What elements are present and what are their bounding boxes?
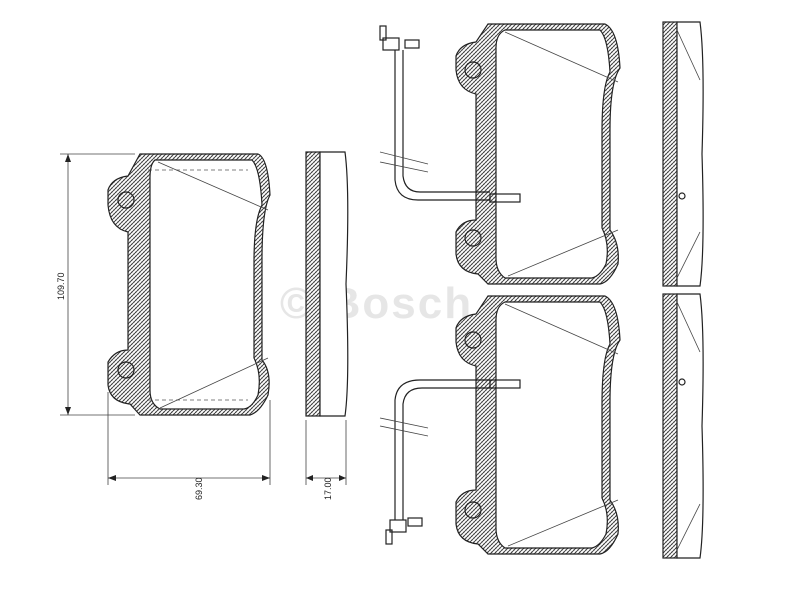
bottom-right-pad-friction-material bbox=[495, 301, 611, 549]
top-wear-sensor-wire bbox=[379, 25, 490, 201]
bottom-sensor-lead-inner bbox=[402, 387, 490, 520]
bottom-right-pad-side-view bbox=[662, 293, 704, 559]
left-pad-side-friction bbox=[319, 151, 349, 417]
top-right-mount-hole-top bbox=[464, 61, 482, 79]
bottom-side-rivet bbox=[678, 378, 686, 386]
top-sensor-cable bbox=[394, 50, 404, 140]
bottom-right-mount-hole-top bbox=[464, 331, 482, 349]
top-right-sensor-tab bbox=[489, 193, 521, 203]
bottom-right-chamfer-line-top bbox=[504, 303, 619, 355]
left-pad-side-backing bbox=[305, 151, 321, 417]
left-pad-chamfer-line-top bbox=[157, 161, 269, 211]
top-side-chamfer-bottom bbox=[676, 231, 701, 279]
bottom-right-sensor-tab bbox=[489, 379, 521, 389]
thickness-arrow-right bbox=[339, 475, 346, 481]
thickness-arrow-left bbox=[306, 475, 313, 481]
top-side-backing bbox=[662, 21, 678, 287]
left-pad-side-view bbox=[305, 151, 349, 417]
bottom-wear-sensor-wire bbox=[379, 379, 490, 545]
thickness-dimension: 17.00 bbox=[305, 420, 347, 500]
bottom-sensor-connector-pin bbox=[385, 529, 393, 545]
bottom-sensor-connector bbox=[389, 519, 407, 533]
bottom-right-pad-front-view bbox=[455, 295, 621, 555]
top-side-rivet bbox=[678, 192, 686, 200]
left-pad-front-view bbox=[107, 153, 271, 416]
top-right-mount-hole-bottom bbox=[464, 229, 482, 247]
left-pad-chamfer-line-bottom bbox=[159, 357, 269, 409]
top-sensor-lead-outer bbox=[394, 140, 490, 201]
top-right-chamfer-line-top bbox=[504, 31, 619, 83]
bottom-right-chamfer-line-bottom bbox=[507, 499, 619, 547]
height-dimension-label: 109.70 bbox=[56, 272, 66, 300]
width-dimension: 69.30 bbox=[107, 392, 271, 500]
left-pad-friction-material bbox=[149, 159, 263, 410]
top-side-friction bbox=[676, 21, 704, 287]
left-pad-inner-outline bbox=[148, 169, 248, 401]
top-sensor-clip bbox=[404, 39, 420, 49]
bottom-side-chamfer-bottom bbox=[676, 503, 701, 551]
width-dimension-label: 69.30 bbox=[194, 477, 204, 500]
bottom-sensor-lead-outer bbox=[394, 379, 490, 520]
bottom-sensor-break-mark bbox=[379, 417, 429, 437]
top-right-chamfer-line-bottom bbox=[507, 229, 619, 277]
width-arrow-right bbox=[262, 475, 270, 481]
top-right-pad-friction-material bbox=[495, 29, 611, 279]
height-arrow-bottom bbox=[65, 407, 71, 415]
bottom-right-mount-hole-bottom bbox=[464, 501, 482, 519]
bottom-sensor-clip bbox=[407, 517, 423, 527]
bottom-side-backing bbox=[662, 293, 678, 559]
top-right-pad-front-view bbox=[455, 23, 621, 285]
top-side-chamfer-top bbox=[676, 29, 701, 81]
height-arrow-top bbox=[65, 154, 71, 162]
width-arrow-left bbox=[108, 475, 116, 481]
top-sensor-break-mark bbox=[379, 151, 429, 173]
left-pad-mount-hole-top bbox=[117, 191, 135, 209]
thickness-dimension-label: 17.00 bbox=[323, 477, 333, 500]
height-dimension: 109.70 bbox=[56, 153, 135, 416]
bottom-side-chamfer-top bbox=[676, 301, 701, 353]
top-right-pad-side-view bbox=[662, 21, 704, 287]
top-sensor-connector bbox=[382, 37, 400, 51]
top-sensor-connector-pin bbox=[379, 25, 387, 41]
bottom-side-friction bbox=[676, 293, 704, 559]
top-sensor-lead-inner bbox=[402, 140, 490, 193]
left-pad-mount-hole-bottom bbox=[117, 361, 135, 379]
